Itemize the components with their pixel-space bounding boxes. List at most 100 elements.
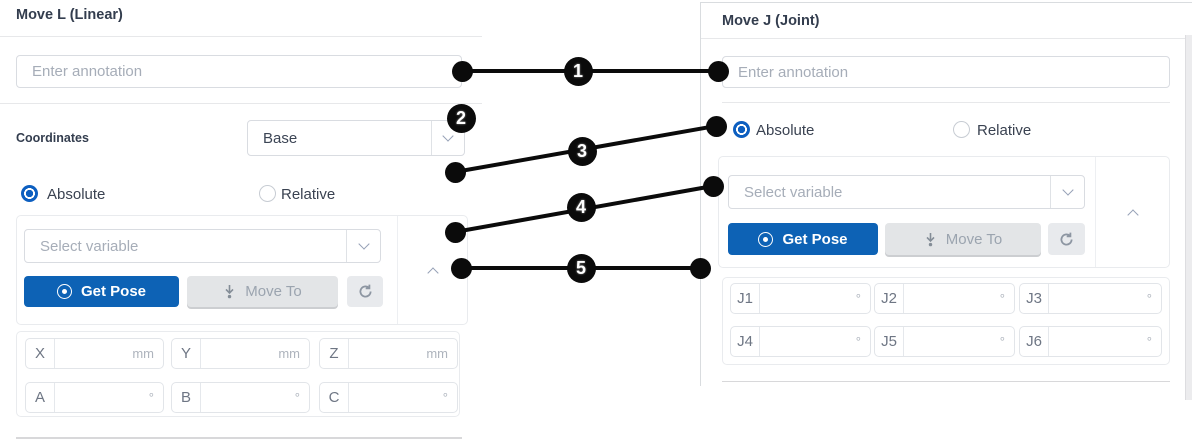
move-l-field-y: Y mm [171,338,310,369]
move-j-field-j1: J1 ° [730,283,871,314]
callout-marker-4: 4 [566,192,596,222]
move-l-variable-caret-cell[interactable] [346,230,380,262]
target-icon [56,284,72,299]
move-l-get-pose-button[interactable]: Get Pose [24,276,179,307]
move-j-field-j4: J4 ° [730,326,871,357]
move-l-refresh-button[interactable] [347,276,383,307]
field-unit-j4: ° [855,334,861,349]
move-j-bottom-divider [722,381,1170,382]
move-j-title-divider [701,38,1192,39]
move-l-field-a: A ° [25,382,164,413]
move-j-variable-dropdown[interactable]: Select variable [728,175,1085,209]
move-j-j3-input[interactable] [1049,284,1147,313]
move-l-variable-dropdown[interactable]: Select variable [24,229,381,263]
move-j-annotation-input[interactable] [722,56,1170,88]
coordinates-dropdown-caret-cell[interactable] [431,121,464,155]
coordinates-dropdown-value: Base [263,129,298,147]
move-j-field-j2: J2 ° [874,283,1015,314]
move-l-z-input[interactable] [349,339,427,368]
move-j-get-pose-button[interactable]: Get Pose [728,223,878,255]
field-label-j6: J6 [1020,327,1049,356]
field-label-j1: J1 [731,284,760,313]
move-j-relative-radio[interactable] [953,121,970,138]
field-unit-c: ° [442,390,448,405]
field-unit-z: mm [426,346,448,361]
move-l-absolute-radio[interactable] [21,185,38,202]
callout-marker-1: 1 [563,56,593,86]
move-j-get-pose-label: Get Pose [782,230,848,248]
move-l-move-to-label: Move To [245,283,302,300]
move-l-a-input[interactable] [55,383,149,412]
move-l-field-z: Z mm [319,338,458,369]
callout-endpoint-dot [444,161,466,183]
move-l-field-b: B ° [171,382,310,413]
chevron-up-icon [1126,208,1139,221]
move-j-field-j3: J3 ° [1019,283,1162,314]
move-j-variable-caret-cell[interactable] [1050,176,1084,208]
move-j-field-j5: J5 ° [874,326,1015,357]
move-l-relative-label: Relative [281,186,336,203]
move-to-arrow-icon [225,285,234,299]
move-l-b-input[interactable] [201,383,295,412]
callout-endpoint-dot [451,60,473,82]
field-label-j4: J4 [731,327,760,356]
move-l-collapse-toggle[interactable] [397,216,467,324]
chevron-up-icon [426,266,439,279]
move-j-move-to-label: Move To [945,230,1003,248]
move-j-absolute-label: Absolute [756,122,815,139]
move-l-c-input[interactable] [349,383,443,412]
field-unit-x: mm [132,346,154,361]
field-label-j5: J5 [875,327,904,356]
move-l-annotation-input[interactable] [16,55,462,88]
move-j-j5-input[interactable] [904,327,1000,356]
move-j-card-left-border [700,2,701,386]
field-label-z: Z [320,339,349,368]
move-j-card-top-border [700,2,1192,3]
callout-endpoint-dot [450,257,472,279]
move-j-absolute-radio[interactable] [733,121,750,138]
callout-endpoint-dot [705,115,727,137]
move-j-j1-input[interactable] [760,284,856,313]
move-j-collapse-toggle[interactable] [1095,157,1169,267]
chevron-down-icon [357,238,370,250]
move-j-panel: Move J (Joint) Absolute Relative Select … [700,0,1192,441]
move-l-absolute-label: Absolute [47,186,106,203]
move-l-relative-radio[interactable] [259,185,276,202]
chevron-down-icon [442,130,454,142]
callout-endpoint-dot [444,221,466,243]
chevron-down-icon [1061,184,1074,196]
move-l-get-pose-label: Get Pose [80,283,147,300]
move-l-x-input[interactable] [55,339,133,368]
field-unit-j3: ° [1146,291,1152,306]
field-label-j2: J2 [875,284,904,313]
field-label-c: C [320,383,349,412]
move-to-arrow-icon [926,232,935,246]
move-l-move-to-button[interactable]: Move To [187,276,338,307]
move-l-y-input[interactable] [201,339,279,368]
scrollbar[interactable] [1185,35,1192,400]
field-unit-b: ° [294,390,300,405]
move-j-j6-input[interactable] [1049,327,1147,356]
move-j-title: Move J (Joint) [722,13,820,29]
field-unit-j2: ° [999,291,1005,306]
move-l-field-x: X mm [25,338,164,369]
move-j-variable-placeholder: Select variable [744,183,843,201]
move-j-refresh-button[interactable] [1048,223,1085,255]
field-unit-j6: ° [1146,334,1152,349]
field-label-b: B [172,383,201,412]
field-label-j3: J3 [1020,284,1049,313]
field-unit-j5: ° [999,334,1005,349]
field-unit-j1: ° [855,291,861,306]
move-l-title-divider [0,36,482,37]
move-j-j2-input[interactable] [904,284,1000,313]
callout-endpoint-dot [702,175,724,197]
move-l-annotation-divider [0,103,482,104]
move-l-panel: Move L (Linear) Coordinates Base Absolut… [0,0,482,441]
coordinates-dropdown[interactable]: Base [247,120,465,156]
refresh-icon [359,284,371,298]
move-j-relative-label: Relative [977,122,1032,139]
move-l-field-c: C ° [319,382,458,413]
move-l-variable-placeholder: Select variable [40,237,139,255]
move-j-j4-input[interactable] [760,327,856,356]
move-j-move-to-button[interactable]: Move To [885,223,1041,255]
